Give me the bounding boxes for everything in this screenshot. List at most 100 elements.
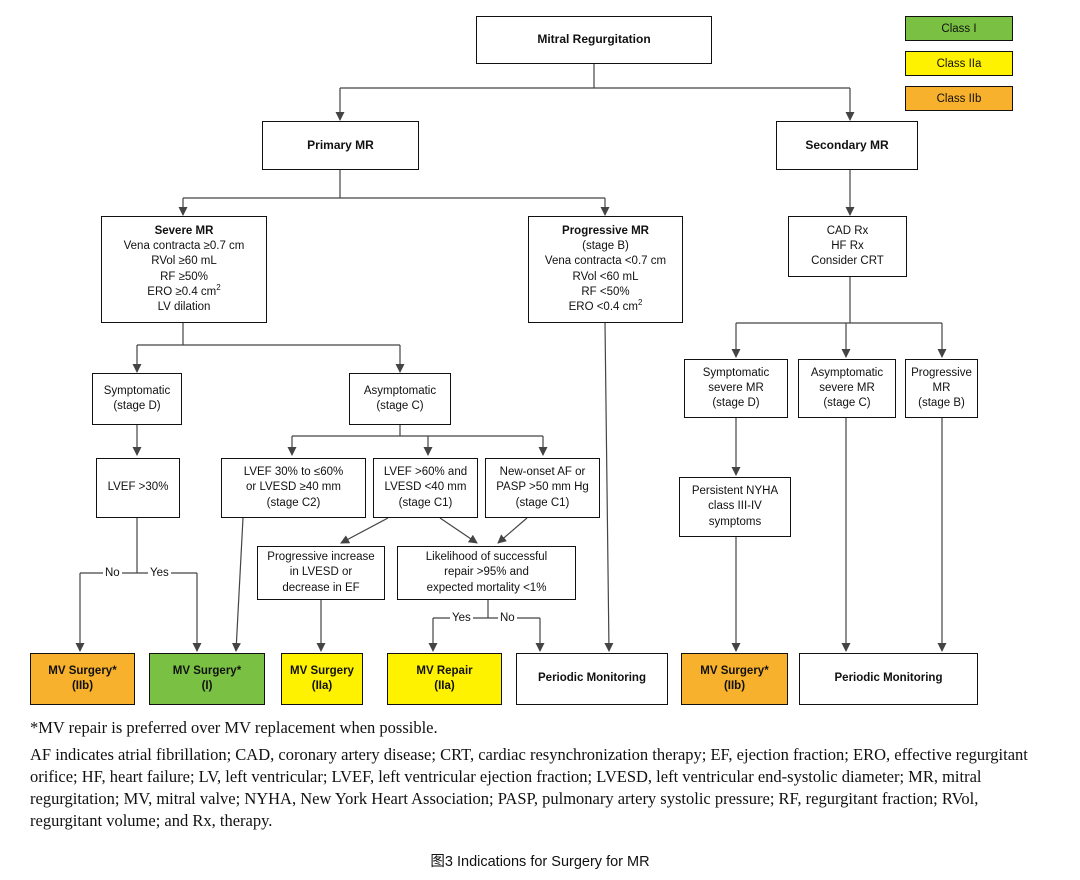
node-line: repair >95% and bbox=[444, 566, 529, 579]
node-line: (stage C) bbox=[823, 397, 871, 410]
legend-class-iib: Class IIb bbox=[905, 86, 1013, 111]
arrow-c1a-to-progressive-increase bbox=[340, 517, 389, 544]
node-line: Asymptomatic bbox=[363, 384, 437, 397]
node-progressive-increase: Progressive increase in LVESD or decreas… bbox=[257, 546, 385, 600]
node-line: severe MR bbox=[708, 381, 764, 394]
node-line: (stage D) bbox=[113, 400, 161, 412]
legend-class-i: Class I bbox=[905, 16, 1013, 41]
node-line-text: ERO <0.4 cm bbox=[568, 300, 638, 313]
abbreviations: AF indicates atrial fibrillation; CAD, c… bbox=[30, 745, 1028, 830]
node-line: RF <50% bbox=[581, 285, 630, 298]
node-line: Vena contracta ≥0.7 cm bbox=[123, 240, 245, 253]
node-secondary-progressive: Progressive MR (stage B) bbox=[905, 359, 978, 418]
node-label: Secondary MR bbox=[805, 137, 889, 152]
node-stage-c1-af: New-onset AF or PASP >50 mm Hg (stage C1… bbox=[485, 458, 600, 518]
node-line: ERO <0.4 cm2 bbox=[568, 298, 643, 315]
node-line-text: ERO ≥0.4 cm bbox=[147, 285, 217, 298]
outcome-line: Periodic Monitoring bbox=[834, 672, 943, 685]
node-line: or LVESD ≥40 mm bbox=[246, 481, 341, 494]
node-line: Asymptomatic bbox=[810, 366, 884, 379]
figure-caption: 图3 Indications for Surgery for MR bbox=[430, 854, 650, 870]
node-cad-rx: CAD Rx HF Rx Consider CRT bbox=[788, 216, 907, 277]
arrow-c2-to-surgery-i bbox=[231, 517, 244, 652]
node-line: LVEF >60% and bbox=[383, 466, 468, 479]
node-label: Primary MR bbox=[307, 137, 374, 152]
node-line: symptoms bbox=[708, 515, 762, 528]
outcome-periodic-monitoring-secondary: Periodic Monitoring bbox=[799, 653, 978, 705]
node-lvef-30: LVEF >30% bbox=[96, 458, 180, 518]
node-title: Severe MR bbox=[154, 224, 214, 237]
outcome-line: Periodic Monitoring bbox=[538, 672, 646, 685]
outcome-line: (IIb) bbox=[71, 680, 94, 692]
node-line: (stage B) bbox=[918, 397, 965, 410]
node-primary-mr: Primary MR bbox=[262, 121, 419, 170]
outcome-line: MV Surgery* bbox=[172, 664, 242, 677]
node-line: HF Rx bbox=[831, 239, 864, 252]
node-line: Progressive increase bbox=[267, 551, 375, 564]
outcome-line: (IIb) bbox=[723, 680, 746, 692]
outcome-line: (IIa) bbox=[434, 680, 455, 692]
node-line: severe MR bbox=[819, 381, 875, 394]
node-progressive-mr: Progressive MR (stage B) Vena contracta … bbox=[528, 216, 683, 323]
edge-label-yes: Yes bbox=[148, 566, 171, 580]
node-stage-c1-lvef: LVEF >60% and LVESD <40 mm (stage C1) bbox=[373, 458, 478, 518]
node-line: (stage D) bbox=[712, 397, 760, 410]
node-line: ERO ≥0.4 cm2 bbox=[147, 282, 221, 300]
node-line: class III-IV bbox=[708, 500, 762, 513]
node-line: Persistent NYHA bbox=[691, 485, 779, 498]
node-secondary-symptomatic: Symptomatic severe MR (stage D) bbox=[684, 359, 788, 418]
outcome-line: MV Repair bbox=[416, 664, 473, 677]
node-persistent-nyha: Persistent NYHA class III-IV symptoms bbox=[679, 477, 791, 537]
node-line: Symptomatic bbox=[702, 366, 770, 379]
node-mitral-regurgitation: Mitral Regurgitation bbox=[476, 16, 712, 64]
edge-label-yes: Yes bbox=[450, 611, 473, 625]
node-line: in LVESD or bbox=[289, 566, 353, 579]
node-secondary-asymptomatic: Asymptomatic severe MR (stage C) bbox=[798, 359, 896, 418]
node-symptomatic: Symptomatic (stage D) bbox=[92, 373, 182, 425]
node-line: Symptomatic bbox=[103, 384, 171, 397]
outcome-line: (I) bbox=[201, 680, 213, 692]
node-stage-c2: LVEF 30% to ≤60% or LVESD ≥40 mm (stage … bbox=[221, 458, 366, 518]
legend-label: Class I bbox=[941, 22, 977, 35]
superscript: 2 bbox=[637, 298, 643, 308]
legend-class-iia: Class IIa bbox=[905, 51, 1013, 76]
node-line: Vena contracta <0.7 cm bbox=[544, 255, 667, 268]
node-line: RF ≥50% bbox=[160, 270, 208, 283]
footnote: *MV repair is preferred over MV replacem… bbox=[30, 718, 438, 737]
node-line: LV dilation bbox=[157, 300, 211, 313]
node-line: (stage C2) bbox=[266, 496, 321, 509]
node-line: expected mortality <1% bbox=[426, 581, 547, 594]
node-asymptomatic: Asymptomatic (stage C) bbox=[349, 373, 451, 425]
node-line: (stage B) bbox=[582, 240, 629, 253]
node-line: PASP >50 mm Hg bbox=[496, 481, 589, 494]
outcome-line: MV Surgery* bbox=[700, 664, 769, 677]
node-line: Likelihood of successful bbox=[425, 551, 548, 564]
node-line: (stage C1) bbox=[398, 496, 453, 509]
edge-label-no: No bbox=[103, 566, 122, 580]
outcome-mv-surgery-iib-secondary: MV Surgery* (IIb) bbox=[681, 653, 788, 705]
node-line: CAD Rx bbox=[826, 224, 869, 237]
outcome-mv-surgery-iia: MV Surgery (IIa) bbox=[281, 653, 363, 705]
arrow-progressive-to-monitoring bbox=[604, 322, 614, 652]
node-line: Consider CRT bbox=[811, 255, 884, 268]
node-line: Progressive bbox=[911, 366, 972, 379]
outcome-periodic-monitoring-primary: Periodic Monitoring bbox=[516, 653, 668, 705]
legend-label: Class IIb bbox=[936, 92, 982, 105]
node-title: Progressive MR bbox=[562, 224, 649, 237]
node-line: LVEF 30% to ≤60% bbox=[243, 466, 344, 479]
node-label: Mitral Regurgitation bbox=[537, 32, 651, 47]
node-line: New-onset AF or bbox=[499, 466, 586, 479]
node-line: LVESD <40 mm bbox=[384, 481, 467, 494]
superscript: 2 bbox=[216, 282, 221, 292]
outcome-mv-surgery-iib: MV Surgery* (IIb) bbox=[30, 653, 135, 705]
legend-label: Class IIa bbox=[936, 57, 982, 70]
node-line: RVol <60 mL bbox=[572, 270, 639, 283]
edge-label-no: No bbox=[498, 611, 517, 625]
outcome-line: MV Surgery bbox=[290, 664, 354, 677]
outcome-line: MV Surgery* bbox=[48, 664, 117, 677]
node-line: decrease in EF bbox=[282, 581, 360, 594]
outcome-line: (IIa) bbox=[311, 680, 333, 692]
node-line: (stage C) bbox=[376, 400, 424, 412]
